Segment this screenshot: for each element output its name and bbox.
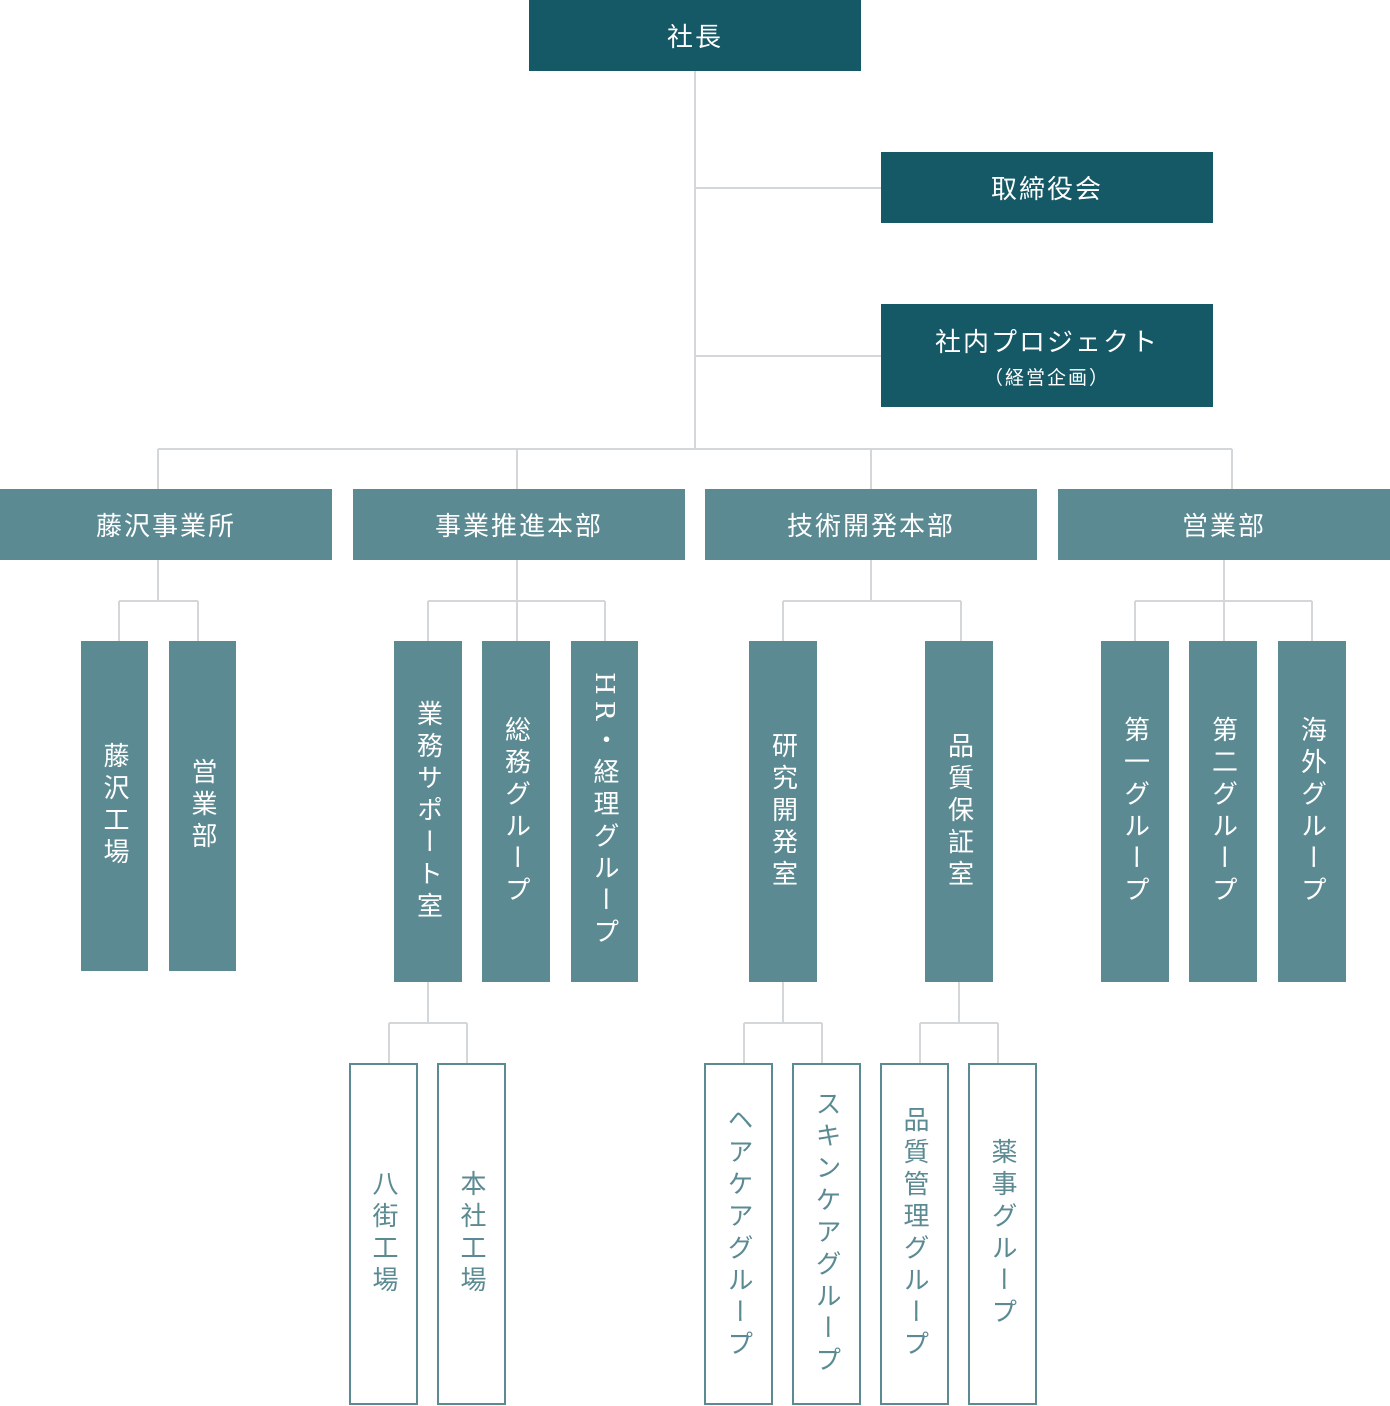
group-box: 総務グループ <box>482 641 550 982</box>
division-box: 営業部 <box>1058 489 1390 560</box>
group-label: HR・経理グループ <box>589 672 619 951</box>
group-label: 業務サポート室 <box>412 699 443 924</box>
board-label: 取締役会 <box>990 175 1103 205</box>
board-box: 取締役会 <box>881 152 1213 223</box>
connector-main <box>157 71 1233 489</box>
group-label: 第一グループ <box>1119 715 1150 908</box>
group-box: HR・経理グループ <box>571 641 638 982</box>
connector-gijutsu <box>782 560 962 641</box>
group-label: 総務グループ <box>500 715 531 908</box>
subgroup-label: 本社工場 <box>456 1170 486 1298</box>
project-subtitle: （経営企画） <box>983 366 1110 389</box>
subgroup-box: 品質管理グループ <box>880 1063 949 1405</box>
group-label: 営業部 <box>187 758 217 854</box>
subgroup-label: 八街工場 <box>368 1170 398 1298</box>
president-label: 社長 <box>666 23 723 53</box>
group-box: 品質保証室 <box>925 641 993 982</box>
division-box: 技術開発本部 <box>705 489 1037 560</box>
division-label: 技術開発本部 <box>786 512 955 542</box>
subgroup-label: 品質管理グループ <box>899 1106 929 1362</box>
connector-eigyo <box>1134 560 1313 641</box>
subgroup-box: 八街工場 <box>349 1063 418 1405</box>
group-box: 研究開発室 <box>749 641 817 982</box>
group-label: 第二グループ <box>1207 715 1238 908</box>
group-label: 研究開発室 <box>767 731 798 892</box>
subgroup-label: 薬事グループ <box>987 1138 1017 1330</box>
connector-hinshitsu <box>919 982 999 1063</box>
subgroup-box: ヘアケアグループ <box>704 1063 773 1405</box>
group-box: 藤沢工場 <box>81 641 148 971</box>
project-title: 社内プロジェクト <box>934 327 1159 358</box>
connector-fujisawa <box>118 560 199 641</box>
group-box: 海外グループ <box>1278 641 1346 982</box>
division-box: 事業推進本部 <box>353 489 685 560</box>
group-box: 第二グループ <box>1189 641 1257 982</box>
subgroup-box: スキンケアグループ <box>792 1063 861 1405</box>
subgroup-box: 本社工場 <box>437 1063 506 1405</box>
subgroup-label: ヘアケアグループ <box>723 1106 753 1362</box>
connector-gyomu <box>388 982 468 1063</box>
group-box: 営業部 <box>169 641 236 971</box>
group-label: 海外グループ <box>1296 715 1327 908</box>
president-box: 社長 <box>529 0 861 71</box>
group-box: 第一グループ <box>1101 641 1169 982</box>
division-label: 事業推進本部 <box>434 512 603 542</box>
project-box: 社内プロジェクト （経営企画） <box>881 304 1213 407</box>
connector-kenkyu <box>743 982 823 1063</box>
group-label: 品質保証室 <box>943 731 974 892</box>
division-box: 藤沢事業所 <box>0 489 332 560</box>
connector-jigyo <box>427 560 606 641</box>
group-box: 業務サポート室 <box>394 641 462 982</box>
subgroup-box: 薬事グループ <box>968 1063 1037 1405</box>
division-label: 藤沢事業所 <box>95 512 236 542</box>
group-label: 藤沢工場 <box>99 742 129 870</box>
division-label: 営業部 <box>1181 512 1266 542</box>
subgroup-label: スキンケアグループ <box>811 1090 841 1378</box>
